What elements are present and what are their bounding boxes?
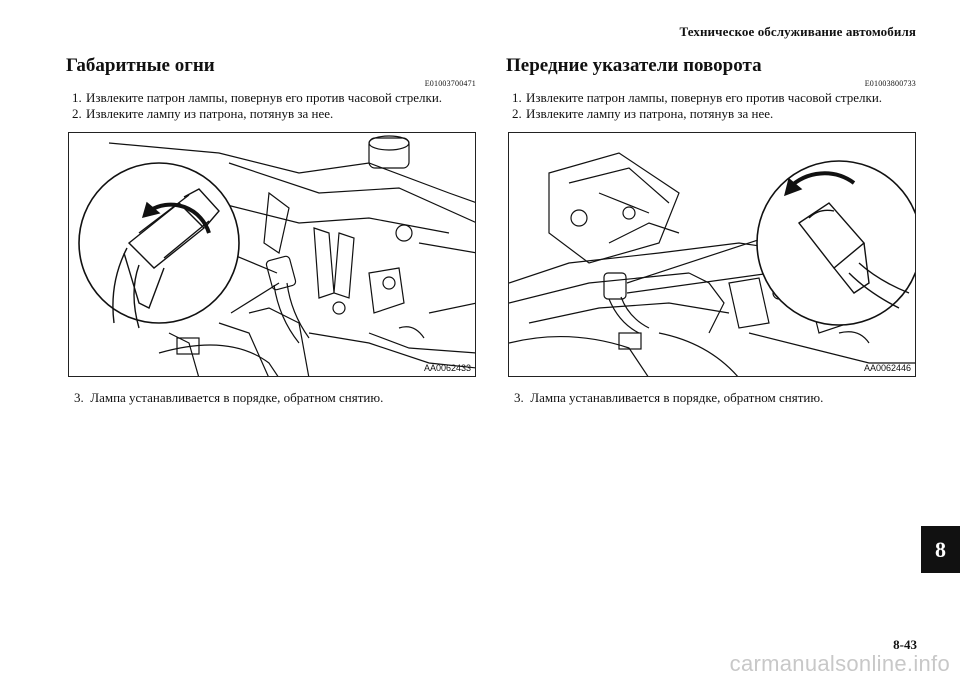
chapter-tab: 8 [921,526,960,573]
figure-code: AA0062446 [863,363,911,373]
section-title: Передние указатели поворота [506,55,762,76]
illustration-turn-signal-bulb: AA0062446 [508,132,916,377]
section-title: Габаритные огни [66,55,215,76]
figure-code: AA0062433 [423,363,471,373]
step-item: 1.Извлеките патрон лампы, повернув его п… [72,90,443,105]
step-item: 3. Лампа устанавливается в порядке, обра… [514,390,824,405]
section-code: E01003800733 [864,79,916,88]
step-item: 2.Извлеките лампу из патрона, потянув за… [72,106,334,121]
step-item: 3. Лампа устанавливается в порядке, обра… [74,390,384,405]
section-code: E01003700471 [424,79,476,88]
page-number: 8-43 [893,637,917,652]
step-item: 1.Извлеките патрон лампы, повернув его п… [512,90,883,105]
running-header: Техническое обслуживание автомобиля [679,24,916,39]
illustration-side-marker-bulb: AA0062433 [68,132,476,377]
watermark: carmanualsonline.info [729,651,950,676]
steps-list: 1.Извлеките патрон лампы, повернув его п… [506,90,916,122]
steps-list: 1.Извлеките патрон лампы, повернув его п… [66,90,476,122]
step-item: 2.Извлеките лампу из патрона, потянув за… [512,106,774,121]
